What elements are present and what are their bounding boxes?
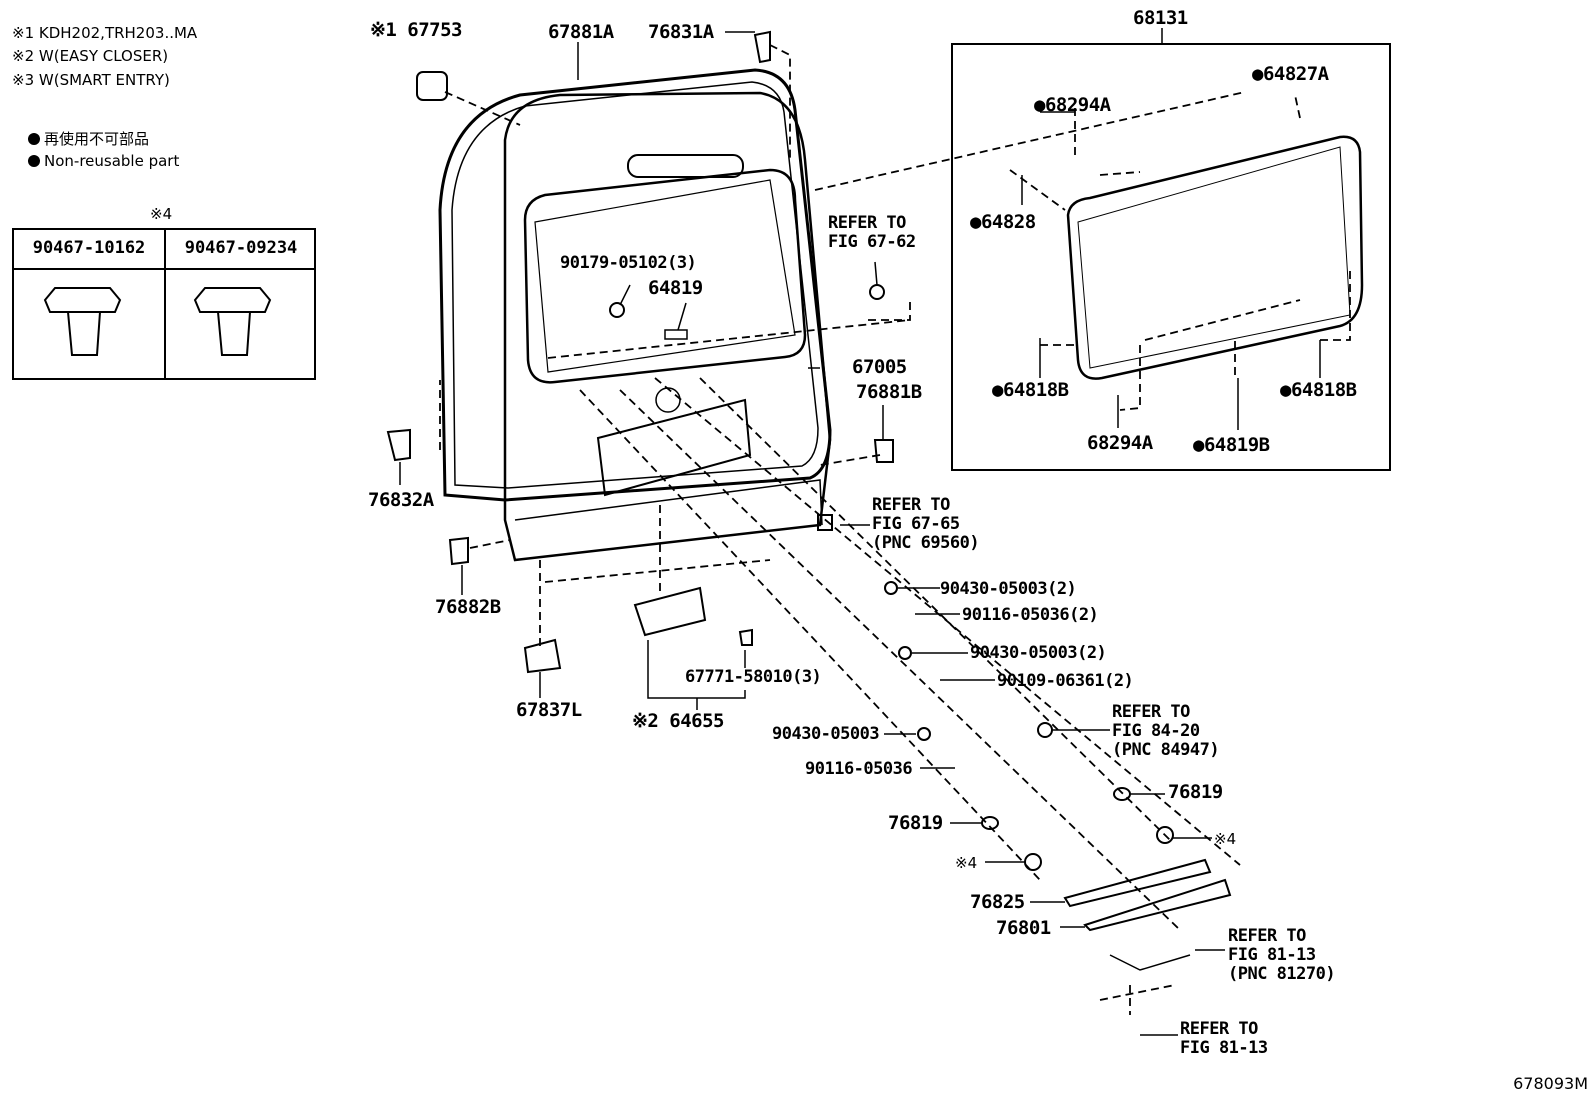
mark-4-left: ※4	[955, 854, 978, 872]
ref-81-13b-line1[interactable]: REFER TO	[1180, 1019, 1258, 1039]
ref-84-20-line1[interactable]: REFER TO	[1112, 702, 1190, 722]
ref-81-13-line1[interactable]: REFER TO	[1228, 926, 1306, 946]
clip-table-divider	[164, 230, 166, 378]
ref-67-65-line2[interactable]: FIG 67-65	[872, 514, 960, 534]
bullet-icon	[28, 133, 40, 145]
ref-67-62-line1[interactable]: REFER TO	[828, 213, 906, 233]
label-76832A[interactable]: 76832A	[368, 489, 434, 511]
note-2: ※2 W(EASY CLOSER)	[12, 47, 169, 65]
ref-67-65-line3[interactable]: (PNC 69560)	[872, 533, 980, 553]
label-90116-1[interactable]: 90116-05036(2)	[962, 605, 1099, 625]
label-67837L[interactable]: 67837L	[516, 699, 582, 721]
weatherstrip-shape	[438, 68, 832, 502]
label-76819-left[interactable]: 76819	[888, 812, 943, 834]
label-64819B[interactable]: ●64819B	[1193, 434, 1270, 456]
clip-icon-1	[43, 287, 122, 356]
clip-table-mark: ※4	[150, 205, 173, 223]
ref-84-20-line2[interactable]: FIG 84-20	[1112, 721, 1200, 741]
label-90430-1[interactable]: 90430-05003(2)	[940, 579, 1077, 599]
label-76825[interactable]: 76825	[970, 891, 1025, 913]
ref-67-62-line2[interactable]: FIG 67-62	[828, 232, 916, 252]
clip-table-col1: 90467-10162	[32, 238, 146, 258]
easy-closer-64655	[633, 586, 707, 637]
label-67881A[interactable]: 67881A	[548, 21, 614, 43]
note-1: ※1 KDH202,TRH203..MA	[12, 24, 198, 42]
mark-4-right: ※4	[1214, 830, 1237, 848]
label-76831A[interactable]: 76831A	[648, 21, 714, 43]
label-76882B[interactable]: 76882B	[435, 596, 501, 618]
label-64828[interactable]: ●64828	[970, 211, 1036, 233]
label-64819[interactable]: 64819	[648, 277, 703, 299]
label-90116-2[interactable]: 90116-05036	[805, 759, 913, 779]
label-67771[interactable]: 67771-58010(3)	[685, 667, 822, 687]
label-64655[interactable]: ※2 64655	[632, 710, 725, 732]
label-76819-right[interactable]: 76819	[1168, 781, 1223, 803]
ref-81-13-line3[interactable]: (PNC 81270)	[1228, 964, 1336, 984]
label-76801[interactable]: 76801	[996, 917, 1051, 939]
ref-84-20-line3[interactable]: (PNC 84947)	[1112, 740, 1220, 760]
bullet-icon	[28, 155, 40, 167]
diagram-id: 678093M	[1513, 1074, 1588, 1093]
ref-67-65-line1[interactable]: REFER TO	[872, 495, 950, 515]
ref-81-13b-line2[interactable]: FIG 81-13	[1180, 1038, 1268, 1058]
note-3: ※3 W(SMART ENTRY)	[12, 71, 170, 89]
label-64827A[interactable]: ●64827A	[1252, 63, 1329, 85]
clip-table: 90467-10162 90467-09234	[12, 228, 316, 380]
label-67753[interactable]: ※1 67753	[370, 19, 463, 41]
label-90109[interactable]: 90109-06361(2)	[997, 671, 1134, 691]
label-90179[interactable]: 90179-05102(3)	[560, 253, 697, 273]
legend-jp: 再使用不可部品	[28, 128, 149, 149]
label-68294A-bottom[interactable]: 68294A	[1087, 432, 1153, 454]
ref-81-13-line2[interactable]: FIG 81-13	[1228, 945, 1316, 965]
label-90430-2[interactable]: 90430-05003(2)	[970, 643, 1107, 663]
back-glass	[1066, 135, 1364, 380]
glass-assembly-box	[951, 43, 1391, 471]
back-door-panel	[503, 91, 832, 562]
label-64818B-left[interactable]: ●64818B	[992, 379, 1069, 401]
legend-en: Non-reusable part	[28, 152, 179, 170]
label-68294A-top[interactable]: ●68294A	[1034, 94, 1111, 116]
clip-icon-2	[193, 287, 272, 356]
label-64818B-right[interactable]: ●64818B	[1280, 379, 1357, 401]
label-76881B[interactable]: 76881B	[856, 381, 922, 403]
label-67005[interactable]: 67005	[852, 356, 907, 378]
label-68131[interactable]: 68131	[1133, 7, 1188, 29]
label-90430-3[interactable]: 90430-05003	[772, 724, 880, 744]
clip-table-col2: 90467-09234	[184, 238, 298, 258]
garnish-76801	[1083, 878, 1232, 932]
